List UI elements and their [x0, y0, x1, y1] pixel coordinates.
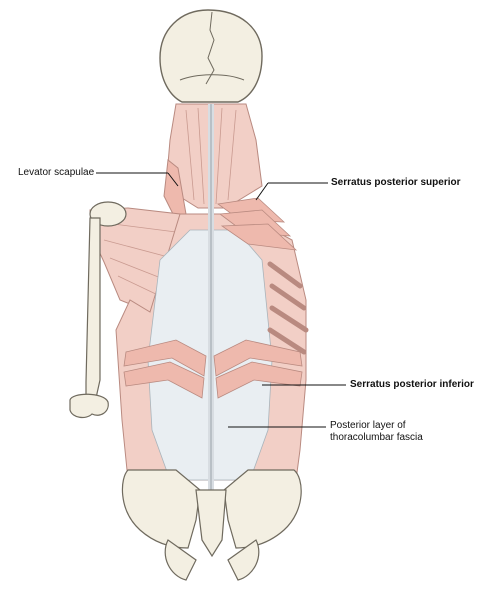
label-thoracolumbar-line-1: Posterior layer of [330, 420, 406, 431]
label-thoracolumbar-line-2: thoracolumbar fascia [330, 432, 423, 443]
serratus-posterior-superior [216, 197, 298, 251]
label-serratus-posterior-superior: Serratus posterior superior [331, 177, 461, 188]
leader-lines [96, 172, 346, 428]
skull [159, 9, 263, 103]
label-serratus-posterior-inferior: Serratus posterior inferior [350, 379, 474, 390]
humerus [69, 217, 109, 419]
leader-serratus-posterior-superior-diag [255, 182, 269, 201]
pelvis [121, 469, 302, 581]
ribs-right [267, 261, 309, 355]
serratus-posterior-inferior [123, 339, 303, 399]
label-levator-scapulae: Levator scapulae [18, 167, 95, 178]
label-thoracolumbar-fascia: Posterior layer of thoracolumbar fascia [330, 420, 423, 444]
leader-levator-scapulae-diag [167, 172, 179, 187]
